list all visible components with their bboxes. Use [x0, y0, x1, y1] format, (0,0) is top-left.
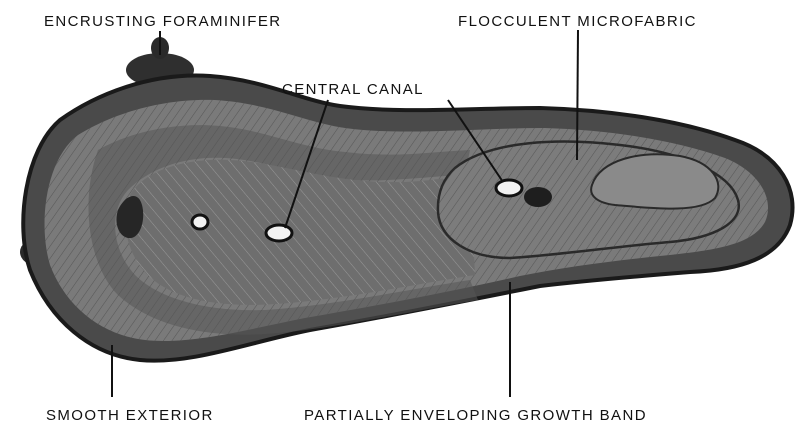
canal-right — [496, 180, 522, 196]
canal-right-dark — [524, 187, 552, 207]
label-smooth-exterior: SMOOTH EXTERIOR — [46, 407, 214, 424]
label-flocculent-microfabric: FLOCCULENT MICROFABRIC — [458, 13, 697, 30]
label-encrusting-foraminifer: ENCRUSTING FORAMINIFER — [44, 13, 281, 30]
canal-central — [266, 225, 292, 241]
canal-left — [192, 215, 208, 229]
label-partially-enveloping-growth-band: PARTIALLY ENVELOPING GROWTH BAND — [304, 407, 647, 424]
label-central-canal: CENTRAL CANAL — [282, 81, 424, 98]
leader-flocculent-microfabric — [577, 30, 578, 160]
